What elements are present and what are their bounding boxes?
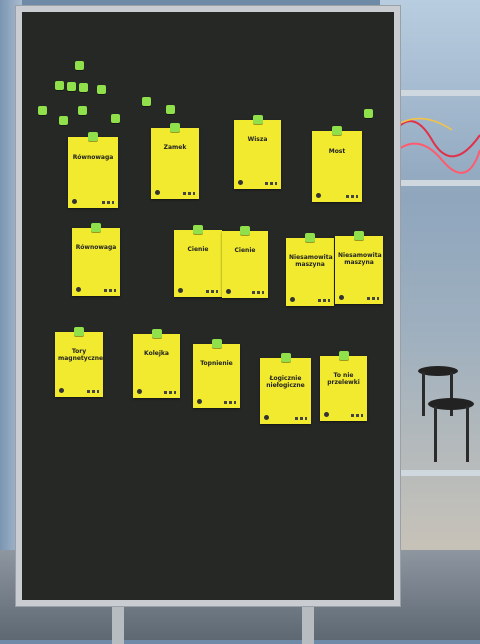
magnet[interactable] [142,97,151,106]
activity-card[interactable]: Kolejka [133,329,180,398]
activity-card[interactable]: Niesamowita maszyna [286,233,334,306]
activity-card[interactable]: Topnienie [193,339,240,408]
activity-card[interactable]: Wisza [234,115,281,189]
activity-card[interactable]: Zamek [151,123,199,199]
magnet[interactable] [75,61,84,70]
card-title: Niesamowita maszyna [338,252,382,267]
card-title: Cienie [187,246,209,254]
card-title: Zamek [163,144,187,152]
activity-card[interactable]: Cienie [174,225,222,297]
activity-card[interactable]: To nie przelewki [320,351,367,421]
activity-card[interactable]: Tory magnetyczne [55,327,104,397]
magnet[interactable] [111,114,120,123]
easel-leg [112,604,124,644]
card-title: Niesamowita maszyna [289,254,333,269]
activity-card[interactable]: Równowaga [68,132,118,208]
magnet[interactable] [59,116,68,125]
activity-card[interactable]: Cienie [222,226,268,298]
card-title: Kolejka [144,349,169,357]
magnet[interactable] [166,105,175,114]
card-title: Cienie [234,246,256,254]
magnet[interactable] [78,106,87,115]
card-title: Równowaga [75,244,117,252]
magnet[interactable] [364,109,373,118]
activity-card[interactable]: Niesamowita maszyna [335,231,383,304]
magnet[interactable] [55,81,64,90]
activity-card[interactable]: Równowaga [72,223,120,296]
magnet[interactable] [79,83,88,92]
card-title: Most [328,148,346,155]
magnetic-board [22,12,394,600]
activity-card[interactable]: Łogicznie niełogiczne [260,353,311,424]
card-title: Tory magnetyczne [58,348,104,363]
card-title: Wisza [247,135,268,143]
stool [418,366,458,376]
activity-card[interactable]: Most [312,126,362,202]
card-title: Topnienie [200,359,233,367]
magnet[interactable] [67,82,76,91]
easel-leg [302,604,314,644]
stool [428,398,474,410]
card-title: Równowaga [72,154,114,161]
card-title: To nie przelewki [327,371,360,386]
magnet[interactable] [38,106,47,115]
card-title: Łogicznie niełogiczne [266,375,305,390]
neon-lights [392,117,480,174]
magnet[interactable] [97,85,106,94]
